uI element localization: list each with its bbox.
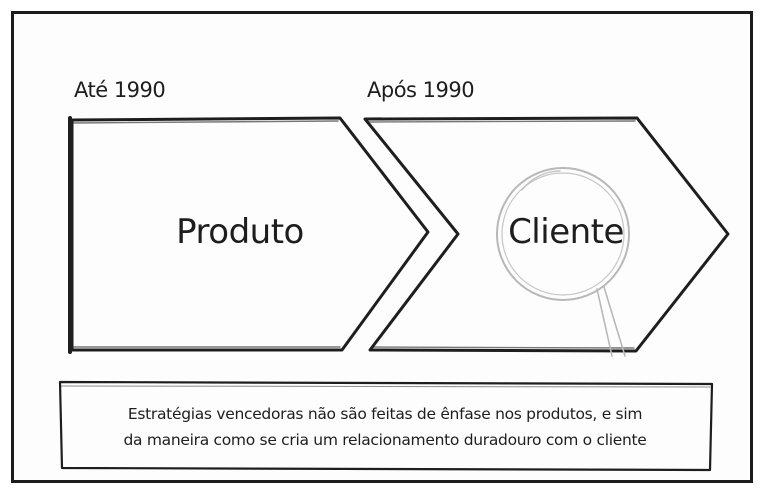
caption-box: Estratégias vencedoras não são feitas de… [58, 382, 712, 472]
produto-label: Produto [176, 212, 304, 252]
left-period-label: Até 1990 [74, 78, 166, 102]
caption-border [58, 380, 714, 472]
left-arrow-shape [68, 116, 430, 354]
right-period-label: Após 1990 [367, 78, 475, 102]
cliente-label: Cliente [508, 212, 624, 252]
caption-line-2: da maneira como se cria um relacionament… [123, 431, 647, 449]
magnifying-glass-icon [496, 167, 630, 357]
right-arrow-shape [363, 116, 730, 353]
diagram-frame [11, 11, 753, 483]
caption-line-1: Estratégias vencedoras não são feitas de… [127, 405, 643, 423]
